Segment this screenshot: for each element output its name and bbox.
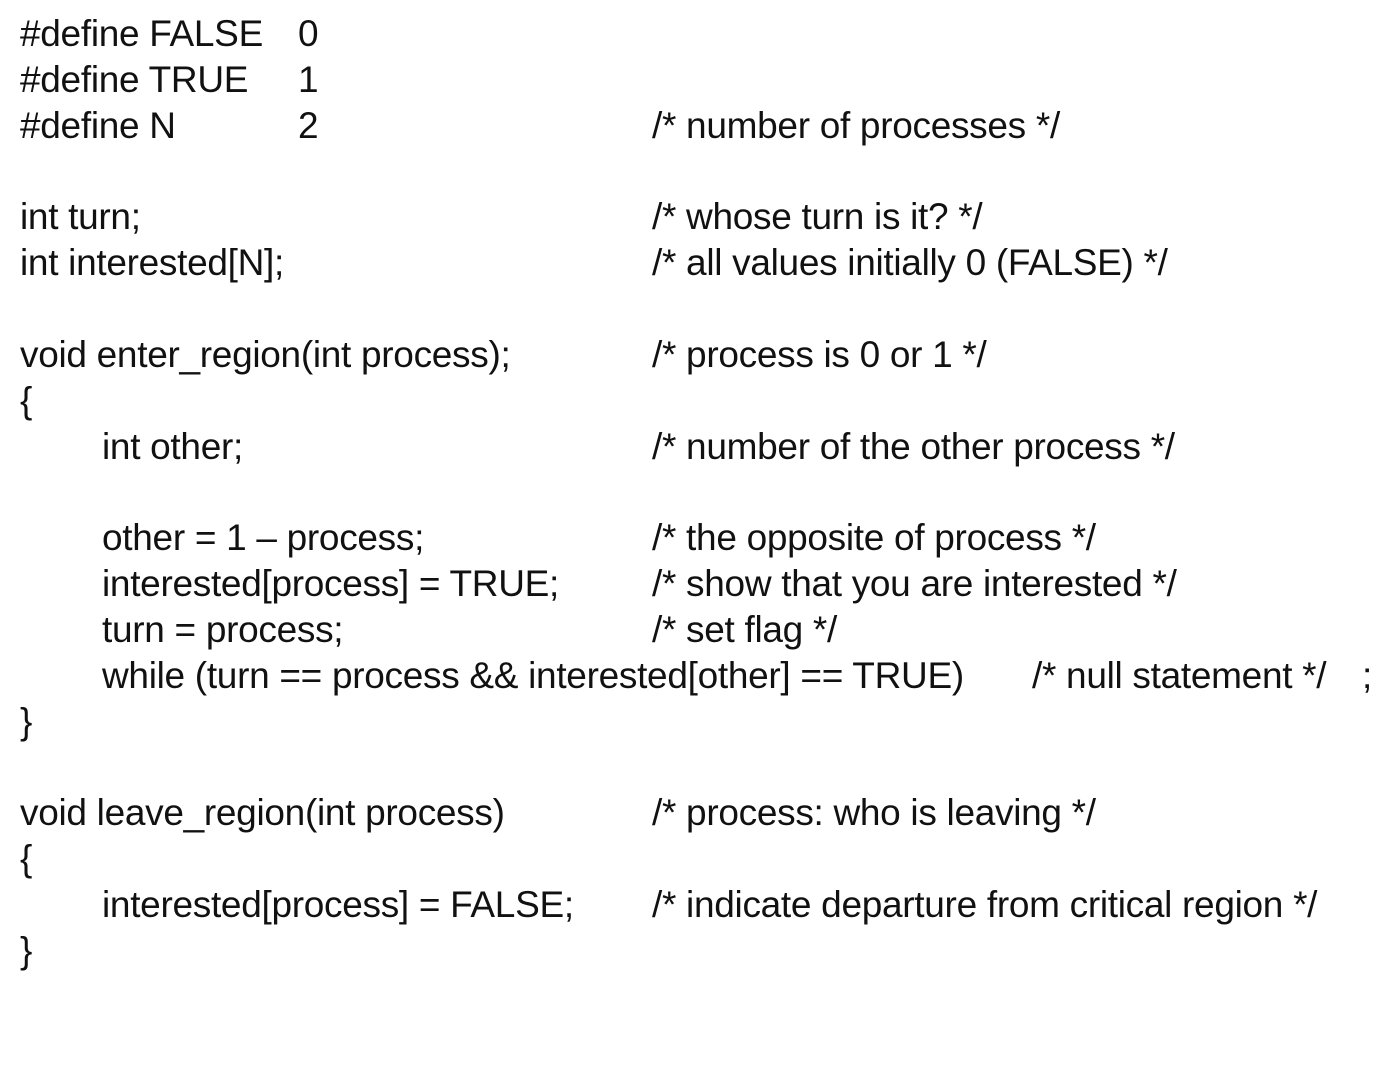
code-line-define-false: #define FALSE 0 <box>0 11 1394 57</box>
code-text: turn = process; <box>102 609 344 650</box>
define-value: 0 <box>298 13 319 54</box>
code-text: int turn; <box>20 196 141 237</box>
code-comment: /* set flag */ <box>652 609 838 650</box>
code-listing: #define FALSE 0 #define TRUE 1 #define N… <box>0 11 1394 974</box>
code-text: } <box>20 930 33 971</box>
code-text: } <box>20 701 33 742</box>
code-text: other = 1 – process; <box>102 517 425 558</box>
code-line-other-decl: int other; /* number of the other proces… <box>0 424 1394 470</box>
code-line-define-n: #define N 2 /* number of processes */ <box>0 103 1394 149</box>
code-text: interested[process] = FALSE; <box>102 884 574 925</box>
code-comment: /* whose turn is it? */ <box>652 196 983 237</box>
code-text: int interested[N]; <box>20 242 285 283</box>
code-text: { <box>20 380 33 421</box>
code-line-open-brace: { <box>0 836 1394 882</box>
code-text: void enter_region(int process); <box>20 334 511 375</box>
define-value: 2 <box>298 105 319 146</box>
define-value: 1 <box>298 59 319 100</box>
code-comment: /* number of the other process */ <box>652 426 1175 467</box>
code-line-interested-false: interested[process] = FALSE; /* indicate… <box>0 882 1394 928</box>
code-text: void leave_region(int process) <box>20 792 505 833</box>
code-comment: /* indicate departure from critical regi… <box>652 884 1318 925</box>
code-comment: /* process is 0 or 1 */ <box>652 334 987 375</box>
code-text: int other; <box>102 426 243 467</box>
code-comment: /* show that you are interested */ <box>652 563 1177 604</box>
code-comment: /* number of processes */ <box>652 105 1060 146</box>
code-text: #define N <box>20 105 176 146</box>
code-line-while-loop: while (turn == process && interested[oth… <box>0 653 1394 699</box>
code-line-interested-true: interested[process] = TRUE; /* show that… <box>0 561 1394 607</box>
code-line-enter-region-signature: void enter_region(int process); /* proce… <box>0 332 1394 378</box>
code-line-define-true: #define TRUE 1 <box>0 57 1394 103</box>
code-line-leave-region-signature: void leave_region(int process) /* proces… <box>0 790 1394 836</box>
code-line-close-brace: } <box>0 699 1394 745</box>
code-line-open-brace: { <box>0 378 1394 424</box>
code-line-interested-decl: int interested[N]; /* all values initial… <box>0 240 1394 286</box>
code-text: while (turn == process && interested[oth… <box>102 655 964 696</box>
code-line-turn-decl: int turn; /* whose turn is it? */ <box>0 194 1394 240</box>
code-comment: /* null statement */ <box>1032 655 1327 696</box>
code-line-close-brace: } <box>0 928 1394 974</box>
code-line-other-assign: other = 1 – process; /* the opposite of … <box>0 515 1394 561</box>
code-comment: /* process: who is leaving */ <box>652 792 1096 833</box>
code-comment: /* the opposite of process */ <box>652 517 1096 558</box>
code-text: interested[process] = TRUE; <box>102 563 560 604</box>
code-line-turn-assign: turn = process; /* set flag */ <box>0 607 1394 653</box>
code-text: #define FALSE <box>20 13 263 54</box>
statement-terminator: ; <box>1362 655 1372 696</box>
code-text: #define TRUE <box>20 59 249 100</box>
code-text: { <box>20 838 33 879</box>
code-comment: /* all values initially 0 (FALSE) */ <box>652 242 1168 283</box>
